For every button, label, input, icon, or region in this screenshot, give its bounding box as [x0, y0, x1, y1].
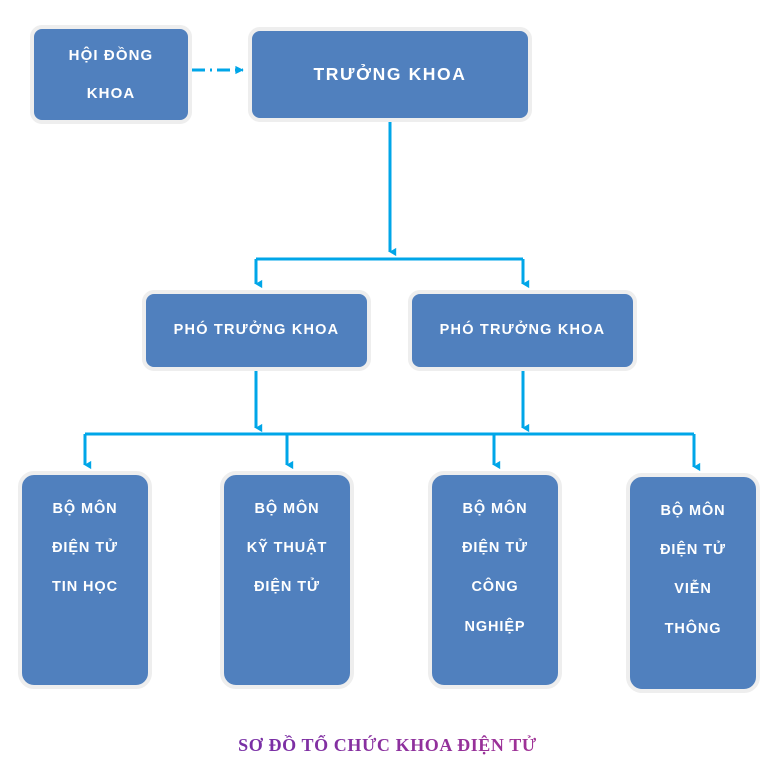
node-label-line-3: ĐIỆN TỬ	[254, 579, 320, 596]
node-label-line-1: BỘ MÔN	[254, 501, 320, 517]
node-label-line-2: ĐIỆN TỬ	[660, 542, 726, 559]
node-label-line-3: TIN HỌC	[52, 579, 118, 596]
node-label-line-4: THÔNG	[664, 620, 722, 637]
node-label-line-2: KỸ THUẬT	[246, 540, 328, 557]
node-truong-khoa[interactable]: TRƯỞNG KHOA	[248, 27, 532, 122]
node-label-line-2: KHOA	[86, 84, 136, 102]
connector-bus-departments	[83, 432, 701, 472]
node-label-line-1: BỘ MÔN	[462, 501, 528, 517]
node-pho-truong-khoa-1[interactable]: PHÓ TRƯỞNG KHOA	[142, 290, 371, 371]
node-bo-mon-ky-thuat-dien-tu[interactable]: BỘ MÔN KỸ THUẬT ĐIỆN TỬ	[220, 471, 354, 689]
node-hoi-dong-khoa[interactable]: HỘI ĐỒNG KHOA	[30, 25, 192, 124]
node-bo-mon-dien-tu-tin-hoc[interactable]: BỘ MÔN ĐIỆN TỬ TIN HỌC	[18, 471, 152, 689]
node-label-line-4: NGHIỆP	[464, 618, 526, 635]
node-bo-mon-dien-tu-vien-thong[interactable]: BỘ MÔN ĐIỆN TỬ VIỄN THÔNG	[626, 473, 760, 693]
diagram-caption: SƠ ĐỒ TỔ CHỨC KHOA ĐIỆN TỬ	[0, 735, 775, 756]
node-label-line-2: ĐIỆN TỬ	[52, 540, 118, 557]
node-label-line-1: HỘI ĐỒNG	[68, 46, 154, 64]
node-label-line-1: TRƯỞNG KHOA	[313, 64, 467, 85]
connector-bus-deputies	[254, 257, 530, 289]
node-label-line-1: PHÓ TRƯỞNG KHOA	[439, 321, 606, 338]
node-label-line-3: VIỄN	[674, 581, 712, 598]
connector-deputies-to-bus	[254, 371, 530, 433]
node-pho-truong-khoa-2[interactable]: PHÓ TRƯỞNG KHOA	[408, 290, 637, 371]
node-label-line-1: BỘ MÔN	[52, 501, 118, 517]
node-label-line-3: CÔNG	[471, 579, 519, 596]
node-label-line-2: ĐIỆN TỬ	[462, 540, 528, 557]
node-bo-mon-dien-tu-cong-nghiep[interactable]: BỘ MÔN ĐIỆN TỬ CÔNG NGHIỆP	[428, 471, 562, 689]
node-label-line-1: PHÓ TRƯỞNG KHOA	[173, 321, 340, 338]
node-label-line-1: BỘ MÔN	[660, 503, 726, 519]
